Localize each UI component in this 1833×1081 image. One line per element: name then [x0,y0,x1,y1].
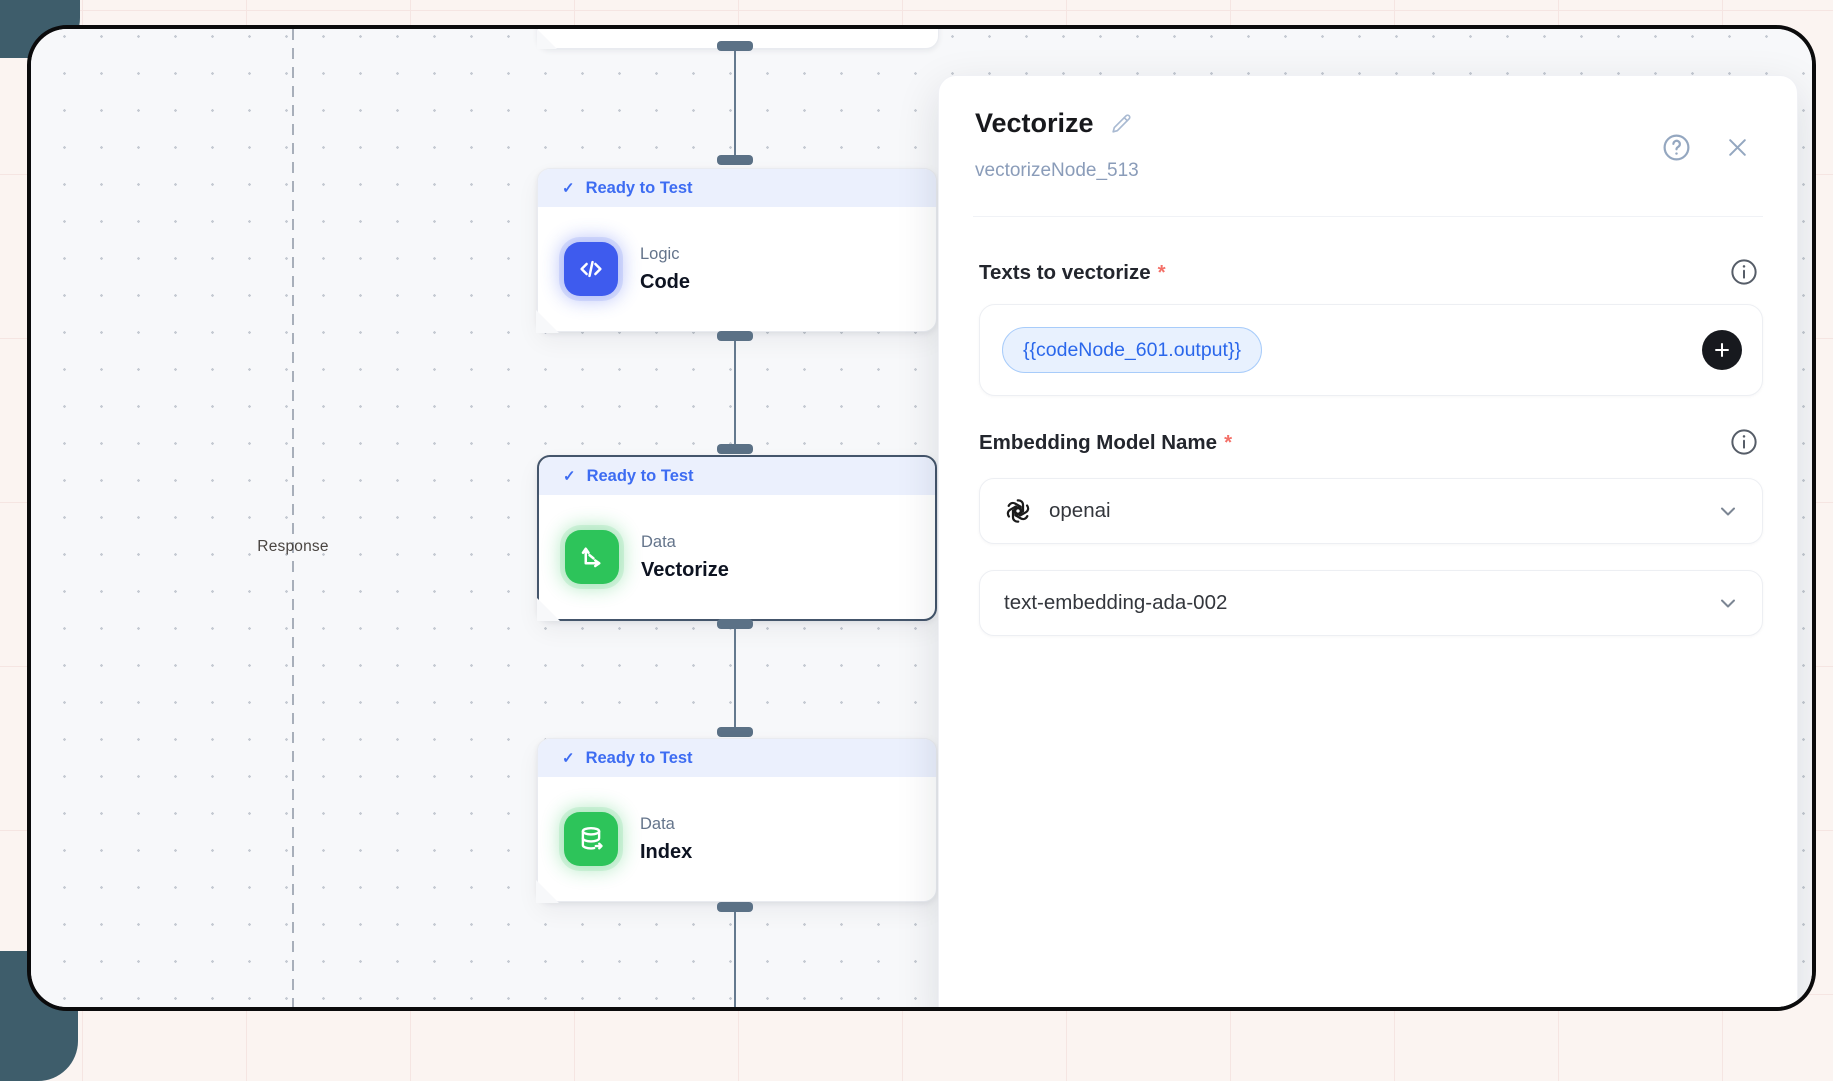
info-icon[interactable] [1729,427,1759,457]
connector-line [733,912,737,1007]
field-label-text: Embedding Model Name [979,431,1218,454]
add-variable-button[interactable] [1702,330,1742,370]
model-dropdown[interactable]: text-embedding-ada-002 [979,570,1763,636]
connector-handle[interactable] [717,41,753,51]
panel-divider [973,216,1763,217]
workflow-canvas[interactable]: Response ✓ Ready to Test Logic [31,29,1812,1007]
help-icon[interactable] [1661,132,1692,163]
app-window: Response ✓ Ready to Test Logic [27,25,1816,1011]
variable-chip[interactable]: {{codeNode_601.output}} [1002,327,1262,373]
node-status-badge: ✓ Ready to Test [539,457,935,495]
panel-title: Vectorize [975,108,1094,138]
node-category: Logic [640,244,680,263]
node-status-label: Ready to Test [585,748,693,767]
provider-value: openai [1049,499,1111,522]
edit-pencil-icon[interactable] [1109,111,1134,136]
panel-title-row: Vectorize [975,108,1134,139]
connector-handle[interactable] [717,619,753,629]
node-status-badge: ✓ Ready to Test [538,739,936,777]
connector-handle[interactable] [717,727,753,737]
check-icon: ✓ [562,180,575,197]
required-marker: * [1157,261,1166,284]
connector-line [733,629,737,727]
response-label: Response [257,538,329,555]
chevron-down-icon [1716,499,1740,523]
node-status-label: Ready to Test [585,178,693,197]
connector-top-to-code [717,41,753,165]
check-icon: ✓ [563,468,576,485]
node-title: Code [640,270,690,293]
required-marker: * [1224,431,1233,454]
check-icon: ✓ [562,750,575,767]
connector-code-to-vectorize [717,331,753,454]
index-database-icon [564,812,618,866]
code-icon [564,242,618,296]
panel-actions [1661,132,1751,163]
texts-to-vectorize-input[interactable]: {{codeNode_601.output}} [979,304,1763,396]
node-title: Index [640,840,693,863]
node-status-badge: ✓ Ready to Test [538,169,936,207]
chevron-down-icon [1716,591,1740,615]
info-icon[interactable] [1729,257,1759,287]
connector-vectorize-to-index [717,619,753,737]
openai-logo-icon [1004,497,1032,525]
response-boundary-line [292,29,294,1007]
provider-dropdown[interactable]: openai [979,478,1763,544]
node-category: Data [641,532,676,551]
node-card[interactable]: Data Vectorize [539,495,935,619]
node-card[interactable]: Data Index [538,777,936,901]
connector-handle[interactable] [717,444,753,454]
node-id: vectorizeNode_513 [975,160,1139,181]
node-text: Logic Code [640,245,690,294]
workflow-node-vectorize[interactable]: ✓ Ready to Test Data Vectorize [537,455,937,621]
node-config-panel: Vectorize vectorizeNode_513 [938,75,1798,1007]
field-label-text: Texts to vectorize [979,261,1151,284]
node-text: Data Index [640,815,692,864]
connector-handle[interactable] [717,155,753,165]
node-status-label: Ready to Test [586,466,694,485]
texts-to-vectorize-label: Texts to vectorize * [979,261,1166,285]
node-text: Data Vectorize [641,533,729,582]
connector-index-down [717,902,753,1007]
node-category: Data [640,814,675,833]
connector-line [733,51,737,155]
node-card[interactable]: Logic Code [538,207,936,331]
workflow-node-code[interactable]: ✓ Ready to Test Logic Code [537,168,937,332]
connector-line [733,341,737,444]
workflow-node-index[interactable]: ✓ Ready to Test Data Index [537,738,937,902]
vectorize-icon [565,530,619,584]
connector-handle[interactable] [717,331,753,341]
node-title: Vectorize [641,558,729,581]
embedding-model-name-label: Embedding Model Name * [979,431,1232,455]
model-value: text-embedding-ada-002 [1004,591,1228,614]
connector-handle[interactable] [717,902,753,912]
close-icon[interactable] [1724,134,1751,161]
screen: { "colors": { "accent_blue": "#3D6CF2", … [0,0,1833,1037]
